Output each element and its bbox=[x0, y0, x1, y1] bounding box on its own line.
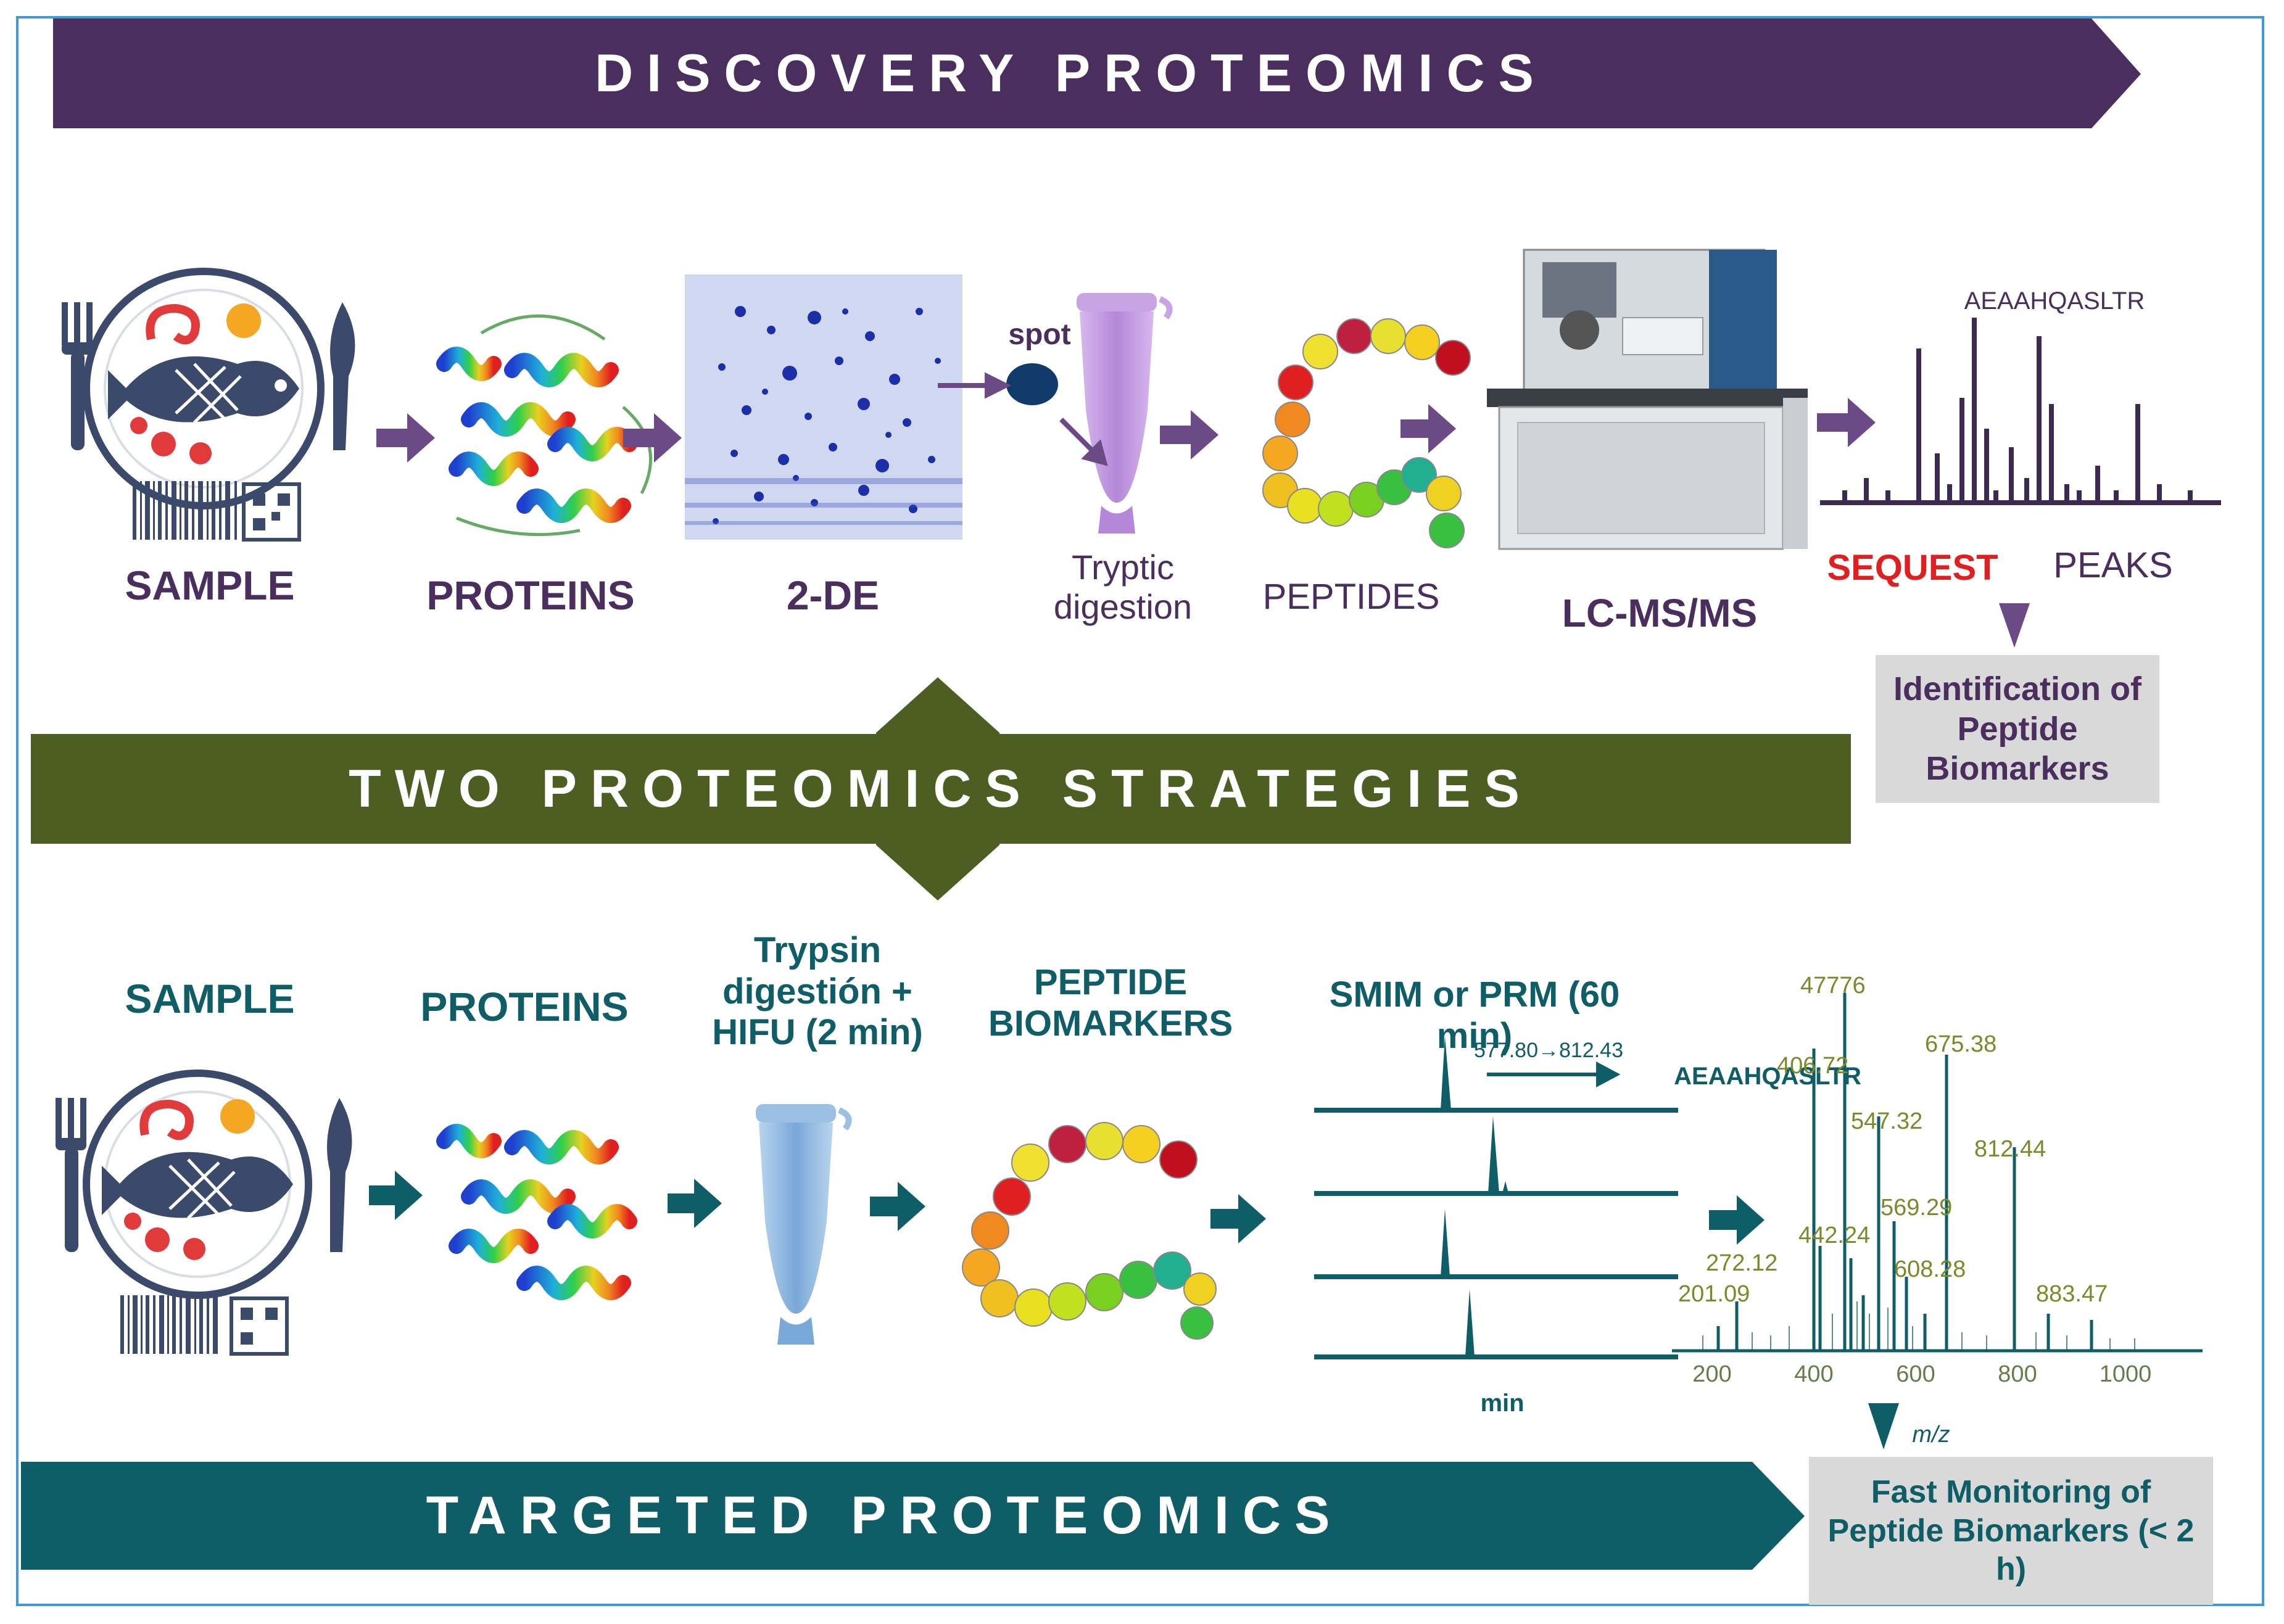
discovery-peptides-label: PEPTIDES bbox=[1262, 577, 1440, 617]
transition-label: 577.80→812.43 bbox=[1474, 1039, 1623, 1062]
targeted-ms-spectrum: 47776 406.72 675.38 547.32 812.44 569.29… bbox=[1672, 973, 2203, 1387]
2de-label: 2-DE bbox=[786, 572, 880, 618]
targeted-proteins-label: PROTEINS bbox=[420, 984, 629, 1029]
spectrum-tick-800: 800 bbox=[1998, 1361, 2037, 1387]
targeted-protein-structure-icon bbox=[436, 1124, 637, 1300]
smim-chromatograms bbox=[1314, 1036, 1678, 1359]
lcms-label: LC-MS/MS bbox=[1562, 591, 1758, 635]
spectrum-label-3: 547.32 bbox=[1851, 1108, 1922, 1134]
spectrum-label-8: 608.28 bbox=[1894, 1256, 1966, 1282]
targeted-sequence-label: AEAAHQASLTR bbox=[1674, 1063, 1861, 1090]
spot-dot bbox=[1006, 363, 1058, 405]
smim-prm-label: SMIM or PRM (60 min) bbox=[1329, 975, 1620, 1056]
discovery-spectrum bbox=[1820, 318, 2221, 505]
spectrum-label-2: 675.38 bbox=[1925, 1031, 1996, 1057]
spectrum-tick-400: 400 bbox=[1794, 1361, 1833, 1387]
targeted-peptide-chain-icon bbox=[962, 1122, 1217, 1340]
spectrum-label-5: 569.29 bbox=[1881, 1195, 1952, 1221]
targeted-tube-icon bbox=[756, 1104, 852, 1345]
spectrum-label-4: 812.44 bbox=[1974, 1136, 2046, 1162]
protein-structure-icon bbox=[436, 314, 652, 537]
trypsin-hifu-label: Trypsin digestión + HIFU (2 min) bbox=[712, 930, 923, 1053]
strategies-banner: TWO PROTEOMICS STRATEGIES bbox=[349, 759, 1533, 818]
discovery-sample-label: SAMPLE bbox=[125, 563, 295, 608]
mz-label: m/z bbox=[1912, 1422, 1950, 1448]
spot-label: spot bbox=[1008, 318, 1071, 351]
discovery-banner: DISCOVERY PROTEOMICS bbox=[595, 43, 1547, 103]
discovery-flow-arrows bbox=[376, 372, 2030, 648]
fast-monitoring-result-box: Fast Monitoring of Peptide Biomarkers (<… bbox=[1809, 1457, 2213, 1605]
discovery-sequence-label: AEAAHQASLTR bbox=[1964, 287, 2145, 315]
peptide-biomarkers-label: PEPTIDE BIOMARKERS bbox=[988, 962, 1233, 1044]
spectrum-label-6: 442.24 bbox=[1798, 1222, 1870, 1248]
sequest-label: SEQUEST bbox=[1827, 548, 1998, 588]
spectrum-tick-200: 200 bbox=[1692, 1361, 1731, 1387]
spectrum-label-7: 272.12 bbox=[1706, 1250, 1777, 1276]
targeted-sample-label: SAMPLE bbox=[125, 976, 295, 1021]
2de-gel-image bbox=[685, 274, 962, 540]
outer-frame bbox=[16, 16, 2264, 1606]
spectrum-label-10: 883.47 bbox=[2036, 1281, 2108, 1307]
lcms-instrument-icon bbox=[1487, 249, 1808, 550]
identification-result-box: Identification of Peptide Biomarkers bbox=[1876, 655, 2159, 803]
peaks-label: PEAKS bbox=[2053, 545, 2173, 585]
peptide-chain-icon bbox=[1262, 318, 1471, 548]
spectrum-label-1: 406.72 bbox=[1777, 1053, 1848, 1079]
tryptic-digestion-label: Tryptic digestion bbox=[1053, 548, 1193, 627]
discovery-proteins-label: PROTEINS bbox=[426, 572, 635, 618]
spectrum-label-9: 201.09 bbox=[1678, 1281, 1750, 1307]
spectrum-label-0: 47776 bbox=[1800, 973, 1866, 999]
chromatogram-x-label: min bbox=[1480, 1390, 1525, 1417]
spectrum-tick-600: 600 bbox=[1896, 1361, 1935, 1387]
sample-plate-icon bbox=[62, 268, 355, 542]
targeted-sample-plate-icon bbox=[56, 1070, 352, 1356]
spectrum-tick-1000: 1000 bbox=[2100, 1361, 2152, 1387]
targeted-banner: TARGETED PROTEOMICS bbox=[426, 1486, 1344, 1545]
